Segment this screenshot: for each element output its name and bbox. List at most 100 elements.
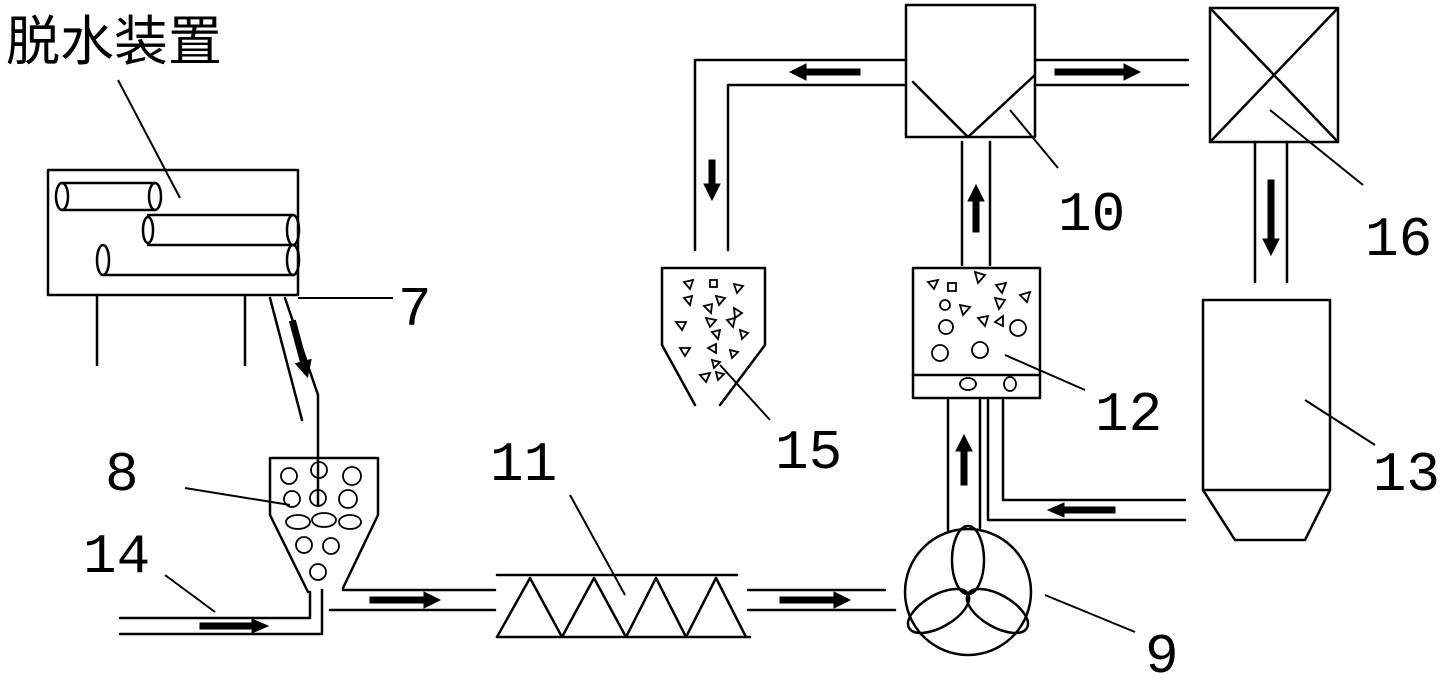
cylinder-end bbox=[141, 215, 155, 245]
dewatering-device: 脱水装置 bbox=[6, 10, 301, 367]
particle bbox=[939, 299, 951, 311]
particle bbox=[931, 344, 949, 362]
flow-arrow-up bbox=[955, 433, 973, 486]
pipe-9-to-12 bbox=[946, 398, 982, 532]
particle bbox=[994, 281, 1008, 295]
label-14: 14 bbox=[83, 525, 150, 589]
label-8: 8 bbox=[105, 443, 139, 507]
cylinder-end bbox=[95, 243, 111, 277]
unit-16-body bbox=[1208, 6, 1340, 144]
hopper-15-body bbox=[660, 266, 767, 407]
flow-arrow-right bbox=[369, 591, 442, 609]
label-11: 11 bbox=[490, 433, 557, 497]
label-11-leader bbox=[569, 494, 626, 596]
particle bbox=[732, 306, 744, 320]
label-7: 7 bbox=[398, 278, 432, 342]
pipe-12-to-10 bbox=[960, 140, 992, 267]
label-16-leader bbox=[1269, 109, 1364, 186]
particle bbox=[732, 282, 745, 295]
label-13-leader bbox=[1304, 399, 1376, 446]
hopper-8: 8 bbox=[105, 443, 380, 594]
particle bbox=[993, 296, 1007, 311]
particle bbox=[938, 319, 954, 335]
particle bbox=[674, 321, 688, 332]
hopper-15-particles bbox=[674, 278, 750, 384]
particle bbox=[310, 461, 328, 479]
unit-16: 16 bbox=[1208, 6, 1432, 272]
particle bbox=[702, 302, 714, 315]
fan-blade bbox=[965, 587, 1030, 635]
pipe-wall bbox=[726, 83, 908, 252]
particle bbox=[706, 342, 717, 355]
label-9: 9 bbox=[1145, 625, 1179, 683]
particle bbox=[725, 316, 737, 329]
particle bbox=[311, 512, 337, 528]
dewatering-cylinder-c bbox=[95, 243, 301, 277]
flow-arrow-right bbox=[779, 591, 852, 609]
dewatering-device-label: 脱水装置 bbox=[6, 10, 222, 73]
label-9-leader bbox=[1044, 594, 1136, 633]
flow-arrow-down-right bbox=[288, 319, 312, 379]
label-10-leader bbox=[1009, 109, 1059, 169]
dewatering-cylinder-a bbox=[54, 181, 163, 212]
cylinder-end bbox=[147, 181, 163, 212]
particle bbox=[342, 466, 362, 486]
fan-housing bbox=[903, 527, 1033, 657]
particle bbox=[714, 370, 726, 382]
dewatering-cylinder-b bbox=[141, 213, 301, 247]
particle bbox=[947, 282, 957, 292]
label-14-leader bbox=[164, 574, 216, 613]
screw-conveyor-11: 11 bbox=[490, 433, 752, 639]
pipe-13-to-12 bbox=[986, 398, 1187, 522]
label-15: 15 bbox=[775, 421, 842, 485]
cylinder-end bbox=[285, 243, 301, 277]
particle bbox=[993, 314, 1004, 328]
hopper-8-body bbox=[268, 456, 380, 594]
particle bbox=[971, 341, 989, 359]
pipe-wall bbox=[118, 588, 324, 636]
particle bbox=[710, 328, 722, 341]
flow-arrow-down bbox=[1262, 179, 1280, 257]
particle bbox=[976, 314, 990, 328]
hopper-15: 15 bbox=[660, 266, 842, 485]
pipe-wall bbox=[986, 398, 1187, 522]
particle bbox=[1018, 290, 1032, 304]
flow-arrow-right bbox=[199, 618, 270, 634]
particle bbox=[295, 536, 313, 554]
particle bbox=[959, 377, 977, 391]
label-13: 13 bbox=[1373, 443, 1440, 507]
particle bbox=[682, 294, 694, 307]
pipe-wall bbox=[693, 58, 908, 252]
label-10: 10 bbox=[1058, 183, 1125, 247]
unit-16-cross bbox=[1208, 6, 1340, 144]
separator-12-particles bbox=[926, 270, 1032, 392]
label-8-leader bbox=[184, 487, 291, 506]
particle bbox=[338, 514, 362, 530]
fan-blade bbox=[906, 587, 971, 635]
label-12: 12 bbox=[1095, 383, 1162, 447]
unit-10: 10 bbox=[904, 3, 1125, 247]
particle bbox=[926, 278, 940, 291]
particle bbox=[709, 279, 718, 288]
particle bbox=[338, 489, 358, 509]
particle bbox=[285, 514, 311, 530]
pipe-16-to-13 bbox=[1253, 140, 1289, 284]
fan-9: 9 bbox=[903, 524, 1179, 683]
unit-10-body bbox=[904, 3, 1037, 139]
pipe-10-to-15 bbox=[693, 58, 908, 252]
dewatering-device-leader bbox=[117, 79, 181, 199]
pipe-10-to-16 bbox=[1033, 58, 1190, 87]
particle bbox=[309, 563, 327, 581]
particle bbox=[280, 467, 298, 485]
separator-12: 12 bbox=[911, 266, 1162, 447]
chute-7: 7 bbox=[268, 278, 432, 507]
flow-arrow-left bbox=[1046, 502, 1116, 518]
particle bbox=[1003, 376, 1017, 392]
label-16: 16 bbox=[1365, 208, 1432, 272]
separator-12-body bbox=[911, 266, 1042, 400]
particle bbox=[322, 537, 340, 555]
particle bbox=[973, 270, 987, 285]
hopper-8-particles bbox=[280, 461, 362, 581]
particle bbox=[958, 303, 972, 317]
